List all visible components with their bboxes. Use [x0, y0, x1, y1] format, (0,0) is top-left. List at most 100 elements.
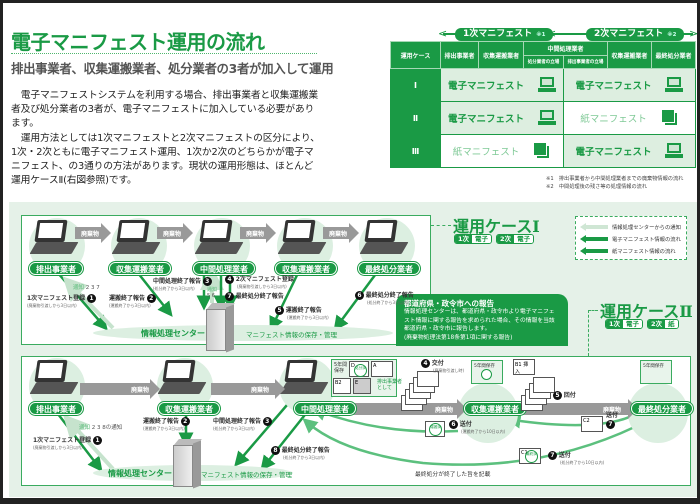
- legend-item-electronic: 電子マニフェスト情報の流れ: [580, 233, 682, 245]
- step-deadline: (処分終了から3日以内): [283, 455, 325, 460]
- step-label: 中間処理終了報告: [213, 418, 262, 425]
- case1-tag-1: 1次電子: [454, 234, 493, 244]
- storage-label: 5年間保存: [334, 362, 348, 374]
- document-icon: E: [353, 378, 371, 394]
- case2-center-label: 情報処理センター: [108, 469, 172, 478]
- step-number: 1: [86, 294, 96, 303]
- step-deadline: (運搬終了から3日以内): [287, 315, 329, 320]
- laptop-icon: [537, 77, 556, 93]
- case1-label-generator: 排出事業者: [29, 262, 83, 275]
- step-number: 2: [146, 294, 156, 303]
- header-intermediate: 中間処理業者: [523, 41, 608, 56]
- paper-icon: [533, 142, 551, 160]
- arrow-left-icon: [580, 235, 608, 243]
- table-notes: ※1 排出事業者から中間処理業者までの廃棄物情報の流れ ※2 中間処理後の残さ等…: [546, 175, 683, 191]
- manifest-type-label: 紙マニフェスト: [580, 114, 647, 125]
- step-number: 8: [271, 446, 280, 455]
- case2-tag-1: 1次電子: [605, 319, 644, 329]
- step-label: 最終処分終了報告: [281, 447, 330, 454]
- laptop-icon: [29, 220, 79, 256]
- laptop-icon: [111, 220, 161, 256]
- stamp-icon: [481, 369, 492, 380]
- case1-center-ellipse: [93, 325, 393, 341]
- step-number: 3: [202, 277, 212, 286]
- legend-label: 電子マニフェスト情報の流れ: [612, 237, 681, 243]
- tag-label: 1次: [455, 235, 473, 243]
- case-table: 運用ケース 排出事業者 収集運搬業者 中間処理業者 収集運搬業者 最終処分業者 …: [390, 41, 697, 168]
- page-title: 電子マニフェスト運用の流れ: [11, 30, 265, 54]
- step-deadline: (廃棄物引渡しから3日以内): [237, 284, 287, 289]
- notify-tag: 通知: [79, 425, 91, 431]
- doc-id: C2: [583, 418, 590, 424]
- server-icon: [173, 439, 202, 489]
- step-deadline: (処分終了から3日以内): [153, 286, 195, 291]
- legend-label: 紙マニフェスト情報の流れ: [612, 249, 676, 255]
- doc-id: D: [351, 363, 355, 369]
- step-deadline: (処分終了から3日以内): [213, 426, 255, 431]
- storage-label: 5年間保存: [643, 364, 664, 369]
- stamp-text: 運搬済: [430, 425, 441, 429]
- case2-step-2: 運搬終了報告 2(運搬終了から3日以内): [143, 417, 190, 433]
- manifest-type-label: 電子マニフェスト: [575, 81, 652, 92]
- waste-label: 廃棄物: [251, 387, 270, 394]
- step-deadline: (廃棄物引渡しから3日以内): [33, 445, 83, 450]
- waste-label: 廃棄物: [246, 231, 265, 238]
- report-law: (廃棄物処理法第18条第1項に関する報告): [404, 334, 513, 341]
- step-label: 2次マニフェスト登録: [235, 276, 294, 283]
- case2-leader-line: [588, 310, 598, 311]
- case1-step-1: 1次マニフェスト登録 1(廃棄物引渡しから3日以内): [27, 294, 96, 310]
- electronic-manifest-cell: 電子マニフェスト: [440, 101, 564, 135]
- step-deadline: (運搬終了から10日以内): [461, 429, 506, 434]
- laptop-icon: [537, 110, 556, 126]
- step-number: 4: [225, 275, 234, 284]
- stamp-icon: 運搬済: [429, 423, 442, 436]
- case1-label-collector1: 収集運搬業者: [109, 262, 171, 275]
- header-collector2: 収集運搬業者: [606, 41, 652, 69]
- step-number: 1: [92, 436, 102, 445]
- legend-item-paper: 紙マニフェスト情報の流れ: [580, 245, 682, 257]
- case2-step-3: 中間処理終了報告 3 (処分終了から3日以内): [213, 417, 272, 433]
- document-icon: B1 挿入: [513, 359, 535, 375]
- page-subtitle: 排出事業者、収集運搬業者、処分業者の3者が加入して運用: [11, 61, 334, 76]
- electronic-manifest-cell: 電子マニフェスト: [562, 134, 697, 168]
- tag-label: 2次: [497, 235, 515, 243]
- final-note: 最終処分が終了した旨を記載: [415, 472, 491, 478]
- case1-step-4: 4 2次マニフェスト登録(廃棄物引渡しから3日以内): [225, 275, 294, 291]
- storage-label: 5年間保存: [474, 364, 495, 369]
- manifest-type-label: 電子マニフェスト: [447, 114, 524, 125]
- case2-label-collector2: 収集運搬業者: [464, 402, 526, 415]
- case2-label-final: 最終処分業者: [631, 402, 693, 415]
- paper-manifest-cell: 紙マニフェスト: [440, 134, 564, 168]
- waste-label: 廃棄物: [435, 407, 454, 414]
- step-deadline: (運搬終了から3日以内): [109, 303, 151, 308]
- case1-step-5: 5 運搬終了報告(運搬終了から3日以内): [275, 306, 329, 322]
- step-number: 5: [553, 391, 562, 400]
- step-number: 3: [262, 417, 272, 426]
- doc-id: A: [373, 363, 377, 369]
- tag-value: 電子: [472, 235, 492, 243]
- step-number: 2: [180, 417, 190, 426]
- step-label: 送付: [558, 452, 571, 459]
- step-number: 4: [421, 359, 430, 368]
- laptop-icon: [665, 143, 684, 159]
- intro-text: 電子マニフェストシステムを利用する場合、排出事業者と収集運搬業者及び処分業者の3…: [11, 89, 321, 188]
- document-icon: C2: [581, 416, 603, 432]
- notify-suffix: の通知: [105, 425, 123, 431]
- waste-label: 廃棄物: [131, 387, 150, 394]
- manifest-type-label: 電子マニフェスト: [447, 81, 524, 92]
- stamp-icon: 最終済: [525, 450, 538, 463]
- note-1: ※1 排出事業者から中間処理業者までの廃棄物情報の流れ: [546, 176, 684, 182]
- case2-label-collector1: 収集運搬業者: [158, 402, 220, 415]
- case2-step-1: 1次マニフェスト登録 1(廃棄物引渡しから3日以内): [33, 436, 102, 452]
- header-final-disposer: 最終処分業者: [650, 41, 697, 69]
- case1-step-6: 6 最終処分終了報告(処分終了から3日以内): [355, 291, 414, 307]
- case2-notify: 通知 2 3 8の通知: [79, 423, 122, 431]
- notify-numbers: 5 6: [207, 293, 215, 299]
- case2-tags: 1次電子 2次紙: [605, 319, 679, 329]
- case-id: Ⅲ: [390, 134, 441, 168]
- stamp-icon: 処分済: [354, 364, 367, 377]
- report-title: 都道府県・政令市への報告: [404, 299, 494, 308]
- case1-storage-label: マニフェスト情報の保存・管理: [246, 331, 337, 339]
- manifest1-label: 1次マニフェスト※1: [455, 28, 554, 41]
